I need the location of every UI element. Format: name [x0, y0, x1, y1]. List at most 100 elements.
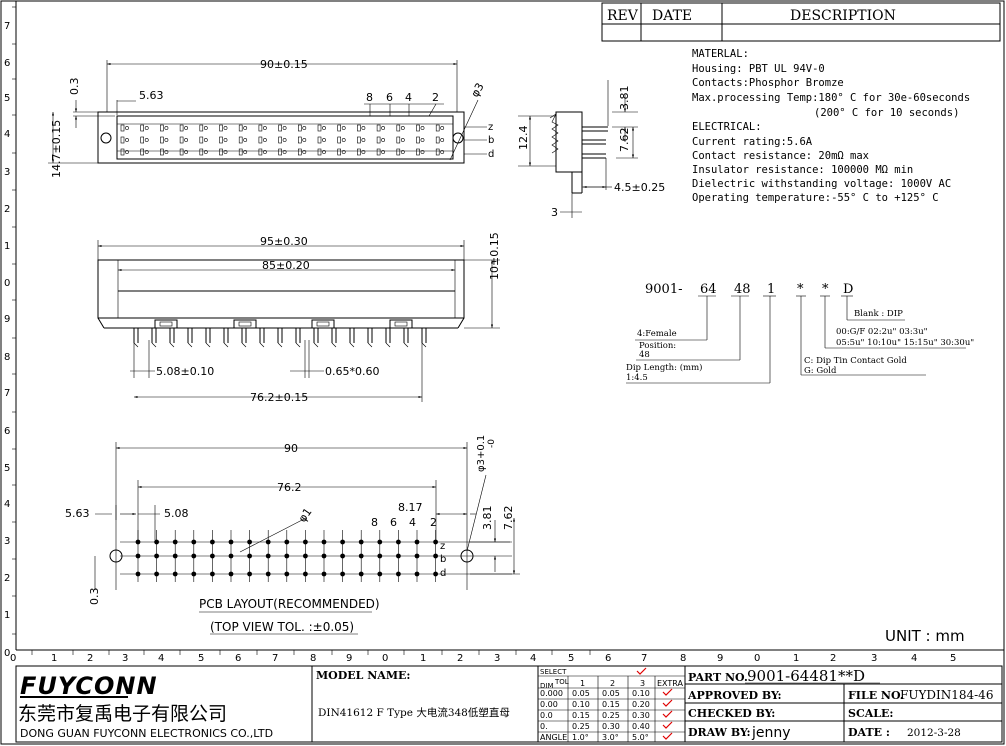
pcb-hole — [433, 571, 438, 577]
contact-hole — [243, 126, 248, 130]
pcb-hole — [358, 539, 364, 545]
unit-label: UNIT : mm — [885, 627, 965, 645]
tol-value: 0.30 — [632, 711, 650, 720]
tol-value: 0.15 — [572, 711, 590, 720]
bottom-ruler-label: 0 — [10, 653, 16, 664]
bottom-ruler-label: 4 — [530, 653, 536, 664]
pcb-hole — [172, 571, 178, 577]
top-row-b: b — [488, 135, 494, 146]
code-position-label: Position: — [639, 341, 676, 351]
latch — [233, 319, 257, 329]
pin-tip — [403, 342, 409, 348]
left-ruler-label: 2 — [4, 573, 10, 584]
front-view: 95±0.30 85±0.20 10±0.15 5.08±0.10 0.65*0… — [97, 232, 501, 404]
electrical-dielectric: Dielectric withstanding voltage: 1000V A… — [692, 178, 951, 190]
contact-slot — [120, 136, 125, 144]
pcb-hole — [228, 553, 234, 559]
contact-slot — [120, 148, 125, 156]
bottom-ruler-label: 3 — [122, 653, 128, 664]
code-female: 4:Female — [637, 329, 677, 339]
pcb-dim-817: 8.17 — [398, 501, 423, 514]
pcb-pin-6: 6 — [390, 516, 397, 529]
pcb-hole — [396, 539, 401, 545]
contact-slot — [258, 148, 263, 156]
code-field-64: 64 — [700, 282, 717, 297]
contact-hole — [125, 150, 129, 154]
contact-slot — [199, 124, 204, 132]
contact-hole — [341, 126, 346, 130]
checked-by-label: CHECKED BY: — [688, 707, 775, 720]
bottom-ruler-label: 7 — [272, 653, 278, 664]
contact-slot — [435, 148, 440, 156]
check-icon — [662, 699, 673, 707]
side-dim-45: 4.5±0.25 — [614, 181, 665, 194]
bottom-ruler-label: 8 — [680, 653, 686, 664]
pcb-pin-8: 8 — [371, 516, 378, 529]
contact-slot — [317, 124, 322, 132]
file-no-label: FILE NO. — [848, 689, 904, 702]
code-blank-dip: Blank : DIP — [854, 309, 903, 319]
material-contacts: Contacts:Phosphor Bromze — [692, 77, 844, 89]
pcb-hole — [191, 553, 197, 559]
contact-slot — [199, 136, 204, 144]
tol-value: 0.25 — [602, 711, 620, 720]
pin-tip — [277, 342, 283, 348]
pcb-dim-563: 5.63 — [65, 507, 90, 520]
contact-slot — [416, 148, 420, 156]
contact-hole — [361, 138, 366, 142]
material-temp-2: (200° C for 10 seconds) — [814, 107, 959, 119]
part-code-breakdown: 9001- 64 48 1 * * D Blank : DIP 00:G/F 0… — [626, 282, 974, 384]
rev-header: REV — [607, 8, 639, 24]
front-dim-762: 76.2±0.15 — [250, 391, 308, 404]
left-ruler-label: 5 — [4, 463, 10, 474]
latch — [311, 319, 335, 329]
scale-label: SCALE: — [848, 707, 893, 720]
pin-tip — [151, 342, 157, 348]
material-temp: Max.processing Temp:180° C for 30e-60sec… — [692, 92, 970, 104]
check-icon — [662, 710, 673, 718]
pcb-hole — [414, 571, 420, 577]
contact-slot — [396, 136, 401, 144]
pcb-hole — [321, 571, 327, 577]
revision-table: REV DATE DESCRIPTION — [601, 2, 1001, 42]
pin-tip — [349, 342, 355, 348]
contact-slot — [219, 124, 223, 132]
tol-value: 0.30 — [602, 722, 620, 731]
pcb-hole — [377, 553, 383, 559]
top-dim-90: 90±0.15 — [260, 58, 308, 71]
bottom-ruler-label: 0 — [754, 653, 760, 664]
pcb-hole — [303, 539, 308, 545]
front-dim-508: 5.08±0.10 — [156, 365, 214, 378]
latch-inner — [238, 321, 252, 327]
pcb-row-d: d — [440, 568, 446, 579]
contact-hole — [282, 138, 287, 142]
pcb-hole — [191, 571, 197, 577]
bottom-ruler-label: 5 — [198, 653, 204, 664]
latch-inner — [316, 321, 330, 327]
tol-value: 0.05 — [602, 689, 620, 698]
check-icon — [662, 732, 673, 740]
pin-tip — [241, 342, 247, 348]
contact-slot — [416, 136, 420, 144]
bottom-ruler-label: 4 — [158, 653, 164, 664]
pcb-hole — [358, 571, 364, 577]
top-row-z: z — [488, 122, 493, 133]
contact-hole — [282, 126, 287, 130]
contact-hole — [341, 150, 346, 154]
pcb-hole — [284, 539, 290, 545]
left-ruler-label: 4 — [4, 499, 10, 510]
contact-hole — [203, 126, 208, 130]
pcb-dim-90: 90 — [284, 442, 298, 455]
pcb-hole — [414, 539, 420, 545]
side-dim-3: 3 — [551, 206, 558, 219]
top-view-contacts — [120, 124, 445, 156]
contact-hole — [184, 138, 189, 142]
contact-slot — [357, 136, 361, 144]
pcb-hole — [172, 553, 178, 559]
pin-tip — [205, 342, 211, 348]
contact-slot — [258, 124, 263, 132]
pcb-hole — [433, 553, 438, 559]
latch-inner — [394, 321, 408, 327]
